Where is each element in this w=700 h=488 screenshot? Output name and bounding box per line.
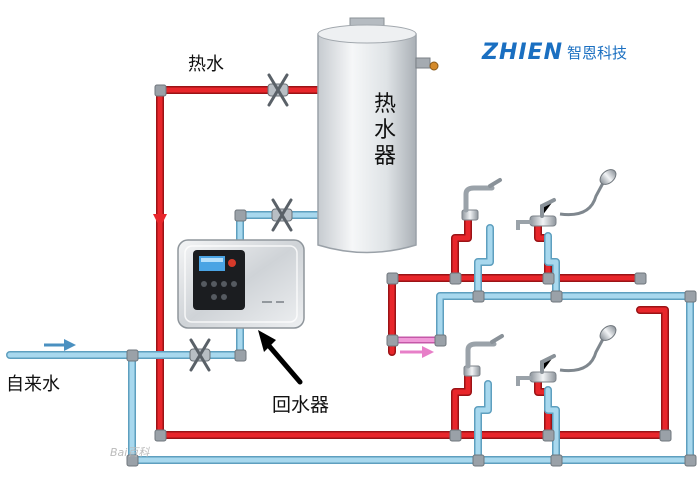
flow-arrow-icon: [153, 186, 167, 228]
recirculator-unit: [177, 239, 305, 329]
shower-head-icon: [559, 325, 617, 373]
valve-icon: [267, 73, 289, 107]
pointer-arrow-icon: [258, 330, 303, 385]
brand-logo-latin: ZHIEN: [482, 40, 563, 65]
flow-arrow-icon: [400, 346, 434, 358]
water-heater-tank: [317, 17, 439, 254]
faucet-icon: [463, 334, 504, 377]
water-heater-label-char: 器: [373, 144, 396, 169]
valve-icon: [189, 338, 211, 372]
control-panel-icon: [193, 250, 245, 310]
brand-logo: ZHIEN 智恩科技: [482, 40, 627, 65]
faucet-icon: [516, 198, 557, 230]
watermark: Bai百科: [110, 446, 150, 459]
faucet-icon: [461, 178, 502, 221]
hot-water-label: 热水: [188, 54, 224, 75]
pipe-fittings: [126, 84, 697, 467]
water-heater-label-char: 热: [373, 92, 396, 117]
water-heater-label: 热 水 器: [372, 92, 398, 170]
brand-logo-chinese: 智恩科技: [567, 44, 628, 62]
tap-water-label: 自来水: [6, 374, 60, 395]
faucet-icon: [516, 354, 557, 386]
water-heater-label-char: 水: [373, 118, 396, 143]
shower-head-icon: [559, 169, 617, 217]
flow-arrow-icon: [44, 339, 76, 351]
recirculator-label: 回水器: [272, 394, 330, 416]
valve-icon: [271, 198, 293, 232]
